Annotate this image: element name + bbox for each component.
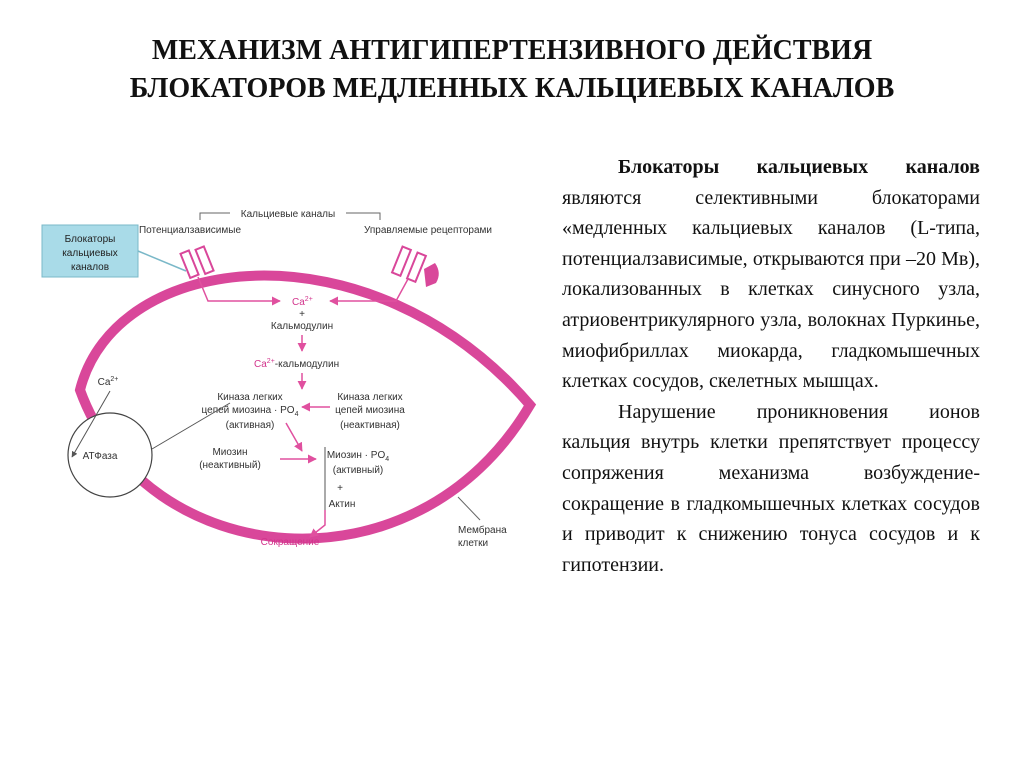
blockers-pointer (137, 250, 187, 272)
kinase-active-line-2: цепей миозина · PO4 (202, 405, 299, 418)
calcium-channel-diagram: Кальциевые каналы Потенциалзависимые Упр… (40, 195, 545, 570)
ca-label: Ca2+ (292, 296, 313, 308)
membrane-pointer (457, 496, 481, 521)
voltage-gated-label: Потенциалзависимые (139, 225, 241, 236)
blockers-line-3: каналов (71, 262, 109, 273)
channels-bracket (199, 212, 381, 220)
kinase-active-line-3: (активная) (226, 420, 275, 431)
paragraph-1-rest: являются селективными блокаторами «медле… (562, 186, 980, 393)
body-text: Блокаторы кальциевых каналов являются се… (562, 152, 980, 580)
ca-calmodulin-label: Ca2+-кальмодулин (254, 358, 339, 370)
paragraph-2: Нарушение проникновения ионов кальция вн… (562, 400, 980, 576)
paragraph-1: Блокаторы кальциевых каналов являются се… (562, 152, 980, 397)
membrane-label-line-1: Мембрана (458, 524, 507, 536)
myosin-po4-line-1: Миозин · PO4 (327, 450, 389, 463)
atpase-link-line (151, 402, 231, 450)
kinase-inactive-line-2: цепей миозина (335, 405, 405, 416)
diagram-svg: Кальциевые каналы Потенциалзависимые Упр… (41, 209, 537, 549)
arrow-to-contraction (309, 510, 326, 538)
paragraph-1-bold: Блокаторы кальциевых каналов (618, 156, 980, 178)
atpase-pump (67, 412, 153, 498)
kinase-inactive-line-1: Киназа легких (337, 392, 402, 403)
calmodulin-label: Кальмодулин (271, 321, 333, 332)
atpase-label: АТФаза (83, 451, 118, 462)
kinase-inactive-line-3: (неактивная) (340, 420, 400, 431)
kinase-active-line-1: Киназа легких (217, 392, 282, 403)
actin-label: Актин (329, 499, 356, 510)
ca-influx-arrow-left (197, 276, 281, 306)
blockers-line-1: Блокаторы (65, 234, 116, 245)
contraction-label: Сокращение (261, 537, 320, 548)
title-line-1: МЕХАНИЗМ АНТИГИПЕРТЕНЗИВНОГО ДЕЙСТВИЯ (151, 35, 873, 66)
cell-membrane (74, 270, 537, 544)
receptor-operated-channel (390, 245, 439, 287)
plus-label-2: + (337, 483, 343, 494)
blockers-box (41, 224, 139, 278)
membrane-label-line-2: клетки (458, 538, 488, 549)
ca-influx-arrow-right (329, 278, 409, 306)
voltage-gated-channel (179, 245, 215, 280)
receptor-operated-label: Управляемые рецепторами (364, 225, 492, 236)
slide-title: МЕХАНИЗМ АНТИГИПЕРТЕНЗИВНОГО ДЕЙСТВИЯ БЛ… (40, 32, 984, 108)
atpase-ca-label: Ca2+ (98, 376, 119, 388)
myosin-po4-line-2: (активный) (333, 465, 383, 476)
myosin-inactive-line-2: (неактивный) (199, 460, 261, 471)
plus-label-1: + (299, 309, 305, 320)
blockers-line-2: кальциевых (62, 248, 118, 259)
ca-efflux-arrow (71, 390, 111, 458)
arrow-kinase-to-myosin (285, 422, 303, 452)
title-line-2: БЛОКАТОРОВ МЕДЛЕННЫХ КАЛЬЦИЕВЫХ КАНАЛОВ (129, 73, 895, 104)
myosin-inactive-line-1: Миозин (212, 447, 247, 458)
channels-header-label: Кальциевые каналы (241, 209, 335, 220)
